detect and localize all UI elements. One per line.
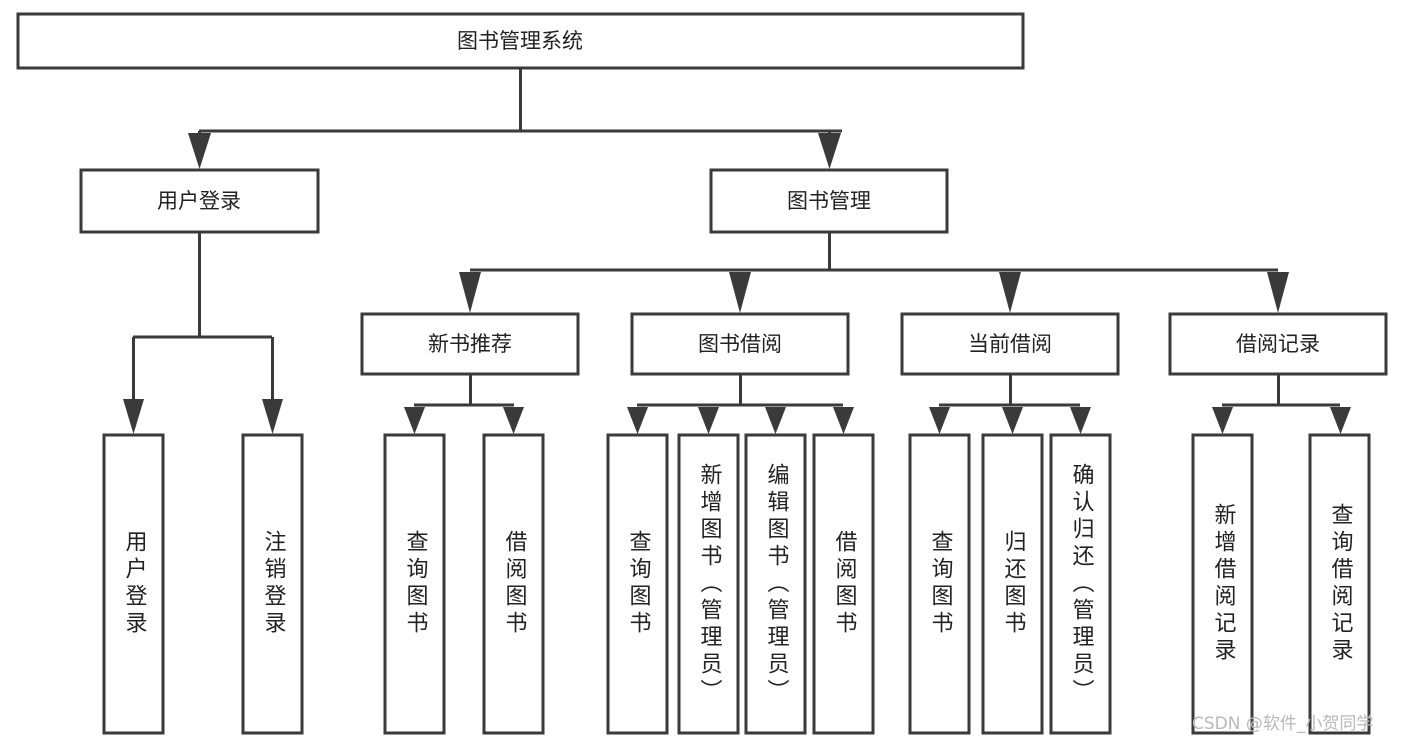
arrow-head-icon — [459, 272, 481, 313]
node-box — [981, 433, 1044, 735]
arrow-head-icon — [999, 272, 1021, 313]
arrow-head-icon — [188, 133, 211, 169]
node-box — [79, 168, 320, 234]
arrow-head-icon — [833, 407, 854, 434]
node-box — [606, 433, 669, 735]
arrow-head-icon — [929, 407, 950, 434]
node-label: 图书管理 — [787, 189, 871, 213]
leaf-node-add-book[interactable] — [677, 433, 740, 735]
connector-root-to-level2 — [188, 68, 842, 169]
node-label: 新书推荐 — [428, 332, 512, 356]
node-label: 图书管理系统 — [457, 29, 583, 53]
arrow-head-icon — [765, 407, 786, 434]
arrow-head-icon — [123, 399, 144, 434]
node-label: 图书借阅 — [698, 332, 782, 356]
node-box — [677, 433, 740, 735]
node-current-borrow[interactable]: 当前借阅 — [900, 312, 1120, 376]
connector-newbookrec-to-leaves — [404, 374, 524, 434]
arrow-head-icon — [818, 133, 841, 169]
node-user-login[interactable]: 用户登录 — [79, 168, 320, 234]
arrow-head-icon — [729, 272, 751, 313]
arrow-head-icon — [404, 407, 425, 434]
leaf-node-add-record[interactable] — [1191, 433, 1254, 735]
leaf-node-query-book-rec[interactable] — [383, 433, 446, 735]
connector-borrowrecord-to-leaves — [1212, 374, 1351, 434]
node-root[interactable]: 图书管理系统 — [16, 12, 1025, 70]
node-box — [900, 312, 1120, 376]
node-book-manage[interactable]: 图书管理 — [709, 168, 949, 234]
node-box — [1191, 433, 1254, 735]
node-box — [482, 433, 545, 735]
csdn-watermark: CSDN @软件_小贺同学 — [1192, 714, 1374, 734]
arrow-head-icon — [1330, 407, 1351, 434]
node-borrow-record[interactable]: 借阅记录 — [1168, 312, 1388, 376]
arrow-head-icon — [1212, 407, 1233, 434]
node-box — [102, 433, 165, 735]
leaf-node-confirm-return[interactable] — [1049, 433, 1112, 735]
node-box — [241, 433, 304, 735]
leaf-node-edit-book[interactable] — [744, 433, 807, 735]
node-box — [1308, 433, 1371, 735]
node-box — [908, 433, 971, 735]
node-new-book-rec[interactable]: 新书推荐 — [360, 312, 580, 376]
leaf-node-user-logout[interactable] — [241, 433, 304, 735]
arrow-head-icon — [262, 399, 283, 434]
arrow-head-icon — [1267, 272, 1289, 313]
node-box — [630, 312, 850, 376]
node-box — [16, 12, 1025, 70]
arrow-head-icon — [503, 407, 524, 434]
arrow-head-icon — [627, 407, 648, 434]
arrow-head-icon — [698, 407, 719, 434]
leaf-node-query-book-cur[interactable] — [908, 433, 971, 735]
connector-bookmanage-to-level3 — [459, 232, 1289, 313]
connector-currentborrow-to-leaves — [929, 374, 1091, 434]
arrow-head-icon — [1070, 407, 1091, 434]
leaf-node-borrow-book[interactable] — [812, 433, 875, 735]
node-box — [1168, 312, 1388, 376]
leaf-node-query-book-borrow[interactable] — [606, 433, 669, 735]
node-label: 借阅记录 — [1236, 332, 1320, 356]
node-box — [383, 433, 446, 735]
leaf-node-return-book[interactable] — [981, 433, 1044, 735]
node-book-borrow[interactable]: 图书借阅 — [630, 312, 850, 376]
leaf-node-borrow-book-rec[interactable] — [482, 433, 545, 735]
node-box — [360, 312, 580, 376]
node-box — [744, 433, 807, 735]
node-label: 用户登录 — [157, 189, 241, 213]
node-box — [709, 168, 949, 234]
arrow-head-icon — [1002, 407, 1023, 434]
leaf-node-query-record[interactable] — [1308, 433, 1371, 735]
node-label: 当前借阅 — [968, 332, 1052, 356]
node-box — [1049, 433, 1112, 735]
leaf-node-user-login[interactable] — [102, 433, 165, 735]
connector-userlogin-to-leaves — [123, 232, 283, 434]
connector-bookborrow-to-leaves — [627, 374, 854, 434]
node-box — [812, 433, 875, 735]
